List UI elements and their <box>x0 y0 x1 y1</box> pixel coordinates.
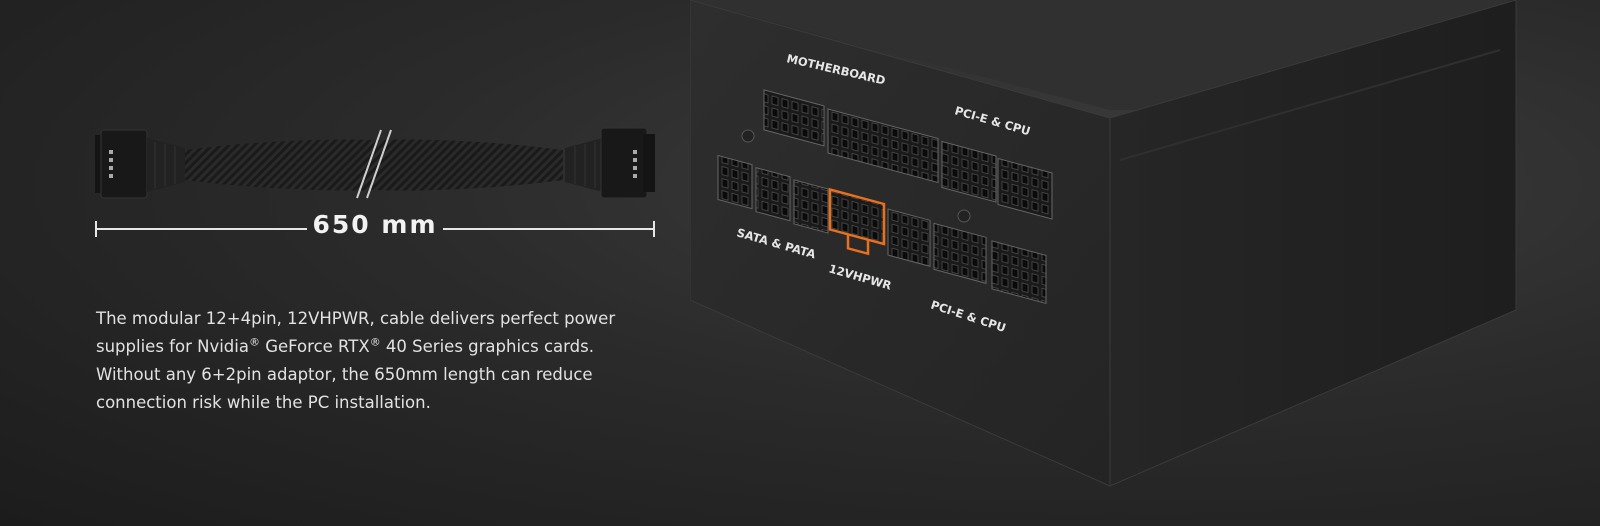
registered-mark: ® <box>369 335 381 348</box>
description-text: The modular 12+4pin, 12VHPWR, cable deli… <box>96 308 616 356</box>
measure-right-line <box>443 228 655 230</box>
12vhpwr-connector <box>828 187 886 256</box>
break-mark <box>366 129 392 199</box>
braided-sleeve <box>185 139 563 191</box>
description-text: GeForce RTX <box>259 336 370 356</box>
psu-side-panel <box>1109 0 1517 487</box>
feature-description: The modular 12+4pin, 12VHPWR, cable deli… <box>96 305 656 417</box>
description-text: 40 Series graphics cards. Without any 6+… <box>96 336 594 412</box>
screw-icon <box>957 209 971 223</box>
measure-left-line <box>95 228 307 230</box>
length-measurement: 650 mm <box>95 206 655 240</box>
cable-length-label: 650 mm <box>312 210 438 239</box>
registered-mark: ® <box>248 335 260 348</box>
cable-illustration <box>95 127 655 199</box>
left-connector <box>95 129 185 199</box>
motherboard-connectors <box>763 89 1053 220</box>
psu-illustration: MOTHERBOARD PCI-E & CPU SATA & PATA 12VH… <box>690 0 1517 487</box>
measure-right-cap <box>653 221 655 237</box>
screw-icon <box>741 129 755 143</box>
break-mark <box>356 129 382 199</box>
right-connector <box>565 127 655 199</box>
peripheral-connectors <box>717 154 1047 305</box>
